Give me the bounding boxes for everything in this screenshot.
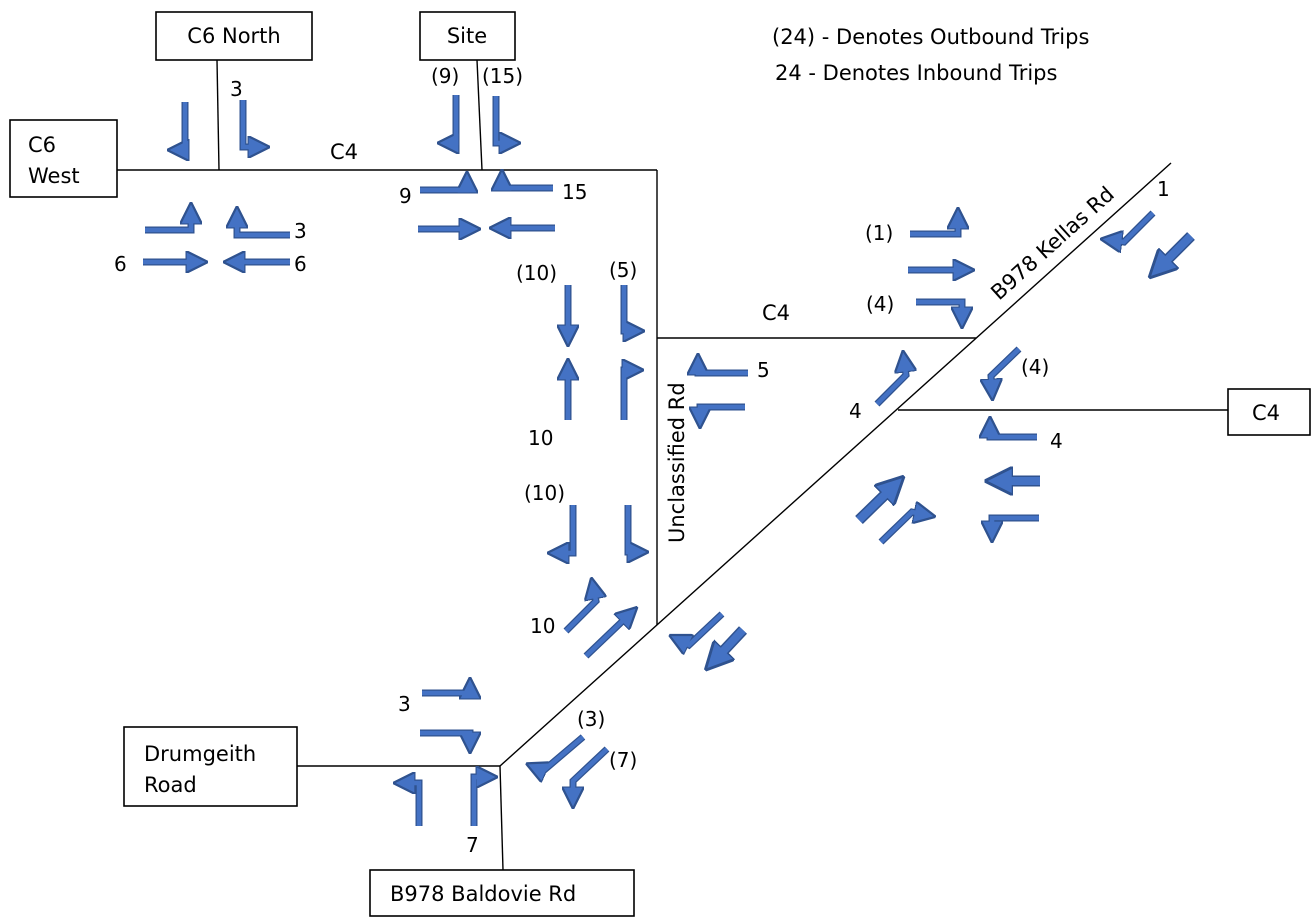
- baldovie-label: B978 Baldovie Rd: [390, 882, 576, 906]
- trip-count: 4: [1050, 429, 1063, 453]
- arrow: [176, 102, 188, 153]
- road-network: [117, 59, 1228, 871]
- legend-outbound: (24) - Denotes Outbound Trips: [772, 25, 1089, 49]
- arrow: [916, 299, 965, 320]
- arrow: [533, 735, 585, 774]
- arrow: [239, 100, 261, 147]
- arrow: [145, 211, 194, 233]
- drumgeith-label-line2: Road: [144, 773, 197, 797]
- thick-arrow: [856, 481, 899, 523]
- arrow: [987, 425, 1037, 440]
- thick-arrow: [1154, 233, 1194, 273]
- arrow: [420, 730, 473, 745]
- arrow: [420, 180, 470, 193]
- trip-count: (15): [482, 64, 523, 88]
- arrow: [402, 780, 422, 826]
- arrow: [564, 585, 599, 633]
- b978-kellas-road: [499, 162, 1172, 767]
- b978-baldovie-road: [499, 765, 504, 871]
- arrow: [621, 285, 636, 334]
- trip-count: 7: [466, 833, 479, 857]
- arrow: [910, 216, 961, 237]
- arrow: [992, 514, 1039, 534]
- c4-east-box: C4: [1227, 388, 1311, 436]
- arrow: [675, 612, 724, 648]
- c6-north-box: C6 North: [155, 11, 313, 61]
- arrow: [697, 404, 745, 420]
- arrow-fills: [143, 95, 1155, 826]
- c6-west-label-line1: C6: [28, 133, 56, 157]
- trip-count: 10: [530, 614, 555, 638]
- arrow: [989, 515, 1039, 534]
- trip-count: 1: [1157, 177, 1170, 201]
- arrow-outlines: [143, 95, 1156, 826]
- drumgeith-box: Drumgeith Road: [123, 726, 298, 807]
- arrow: [556, 505, 576, 556]
- thick-arrow-fills: [710, 233, 1194, 665]
- arrow: [875, 358, 909, 406]
- legend-inbound: 24 - Denotes Inbound Trips: [775, 61, 1057, 85]
- trip-numbers: 3 (9) (15) 9 15 3 6 6 (10) (5) 5 10 (10)…: [114, 64, 1170, 857]
- drumgeith-label-line1: Drumgeith: [144, 742, 256, 766]
- arrow: [988, 347, 1021, 393]
- trip-count: (3): [577, 707, 605, 731]
- arrow: [471, 774, 489, 826]
- c4-east-label: C4: [1252, 401, 1280, 425]
- site-box: Site: [419, 11, 516, 61]
- arrow: [625, 505, 640, 555]
- arrow: [570, 747, 609, 800]
- trip-count: 3: [398, 692, 411, 716]
- arrow: [237, 215, 290, 239]
- arrow: [499, 178, 553, 191]
- arrow: [695, 362, 748, 376]
- c6-west-label-line2: West: [28, 164, 80, 188]
- arrow: [584, 611, 633, 658]
- unclassified-road-label: Unclassified Rd: [665, 382, 689, 543]
- trip-count: 4: [849, 399, 862, 423]
- arrow: [234, 215, 290, 238]
- arrow: [879, 509, 928, 544]
- trip-count: 3: [294, 219, 307, 243]
- arrow: [492, 96, 512, 143]
- arrow: [145, 211, 191, 234]
- trip-count: (9): [431, 64, 459, 88]
- site-access-road: [476, 59, 483, 171]
- trip-count: 10: [528, 426, 553, 450]
- c6-west-box: C6 West: [9, 119, 118, 198]
- trip-count: (7): [609, 748, 637, 772]
- trip-count: 3: [230, 77, 243, 101]
- thick-arrow: [710, 627, 746, 665]
- c4-top-road-label: C4: [330, 140, 358, 164]
- trip-count: (4): [866, 292, 894, 316]
- trip-count: 6: [114, 252, 127, 276]
- c6-north-label: C6 North: [187, 24, 280, 48]
- arrow: [910, 216, 958, 238]
- arrow: [493, 96, 512, 146]
- trip-count: (4): [1021, 355, 1049, 379]
- kellas-road-label: B978 Kellas Rd: [986, 182, 1119, 305]
- arrow: [402, 783, 423, 826]
- arrow: [240, 100, 261, 150]
- trip-count: 5: [757, 358, 770, 382]
- trip-count: 9: [399, 184, 412, 208]
- trip-count: (1): [865, 221, 893, 245]
- trip-count: (10): [524, 481, 565, 505]
- arrow: [1108, 211, 1155, 245]
- site-label: Site: [447, 24, 487, 48]
- arrow: [556, 505, 577, 553]
- arrow: [422, 686, 473, 696]
- trip-count: (5): [609, 258, 637, 282]
- trip-count: 15: [562, 180, 587, 204]
- movement-arrows: [143, 95, 1195, 826]
- c4-mid-road-label: C4: [762, 301, 790, 325]
- c6-north-road: [216, 59, 220, 171]
- baldovie-box: B978 Baldovie Rd: [369, 869, 635, 917]
- arrow: [621, 367, 635, 420]
- trip-count: 6: [294, 252, 307, 276]
- trip-count: (10): [516, 261, 557, 285]
- arrow: [446, 95, 459, 146]
- arrow: [916, 298, 962, 320]
